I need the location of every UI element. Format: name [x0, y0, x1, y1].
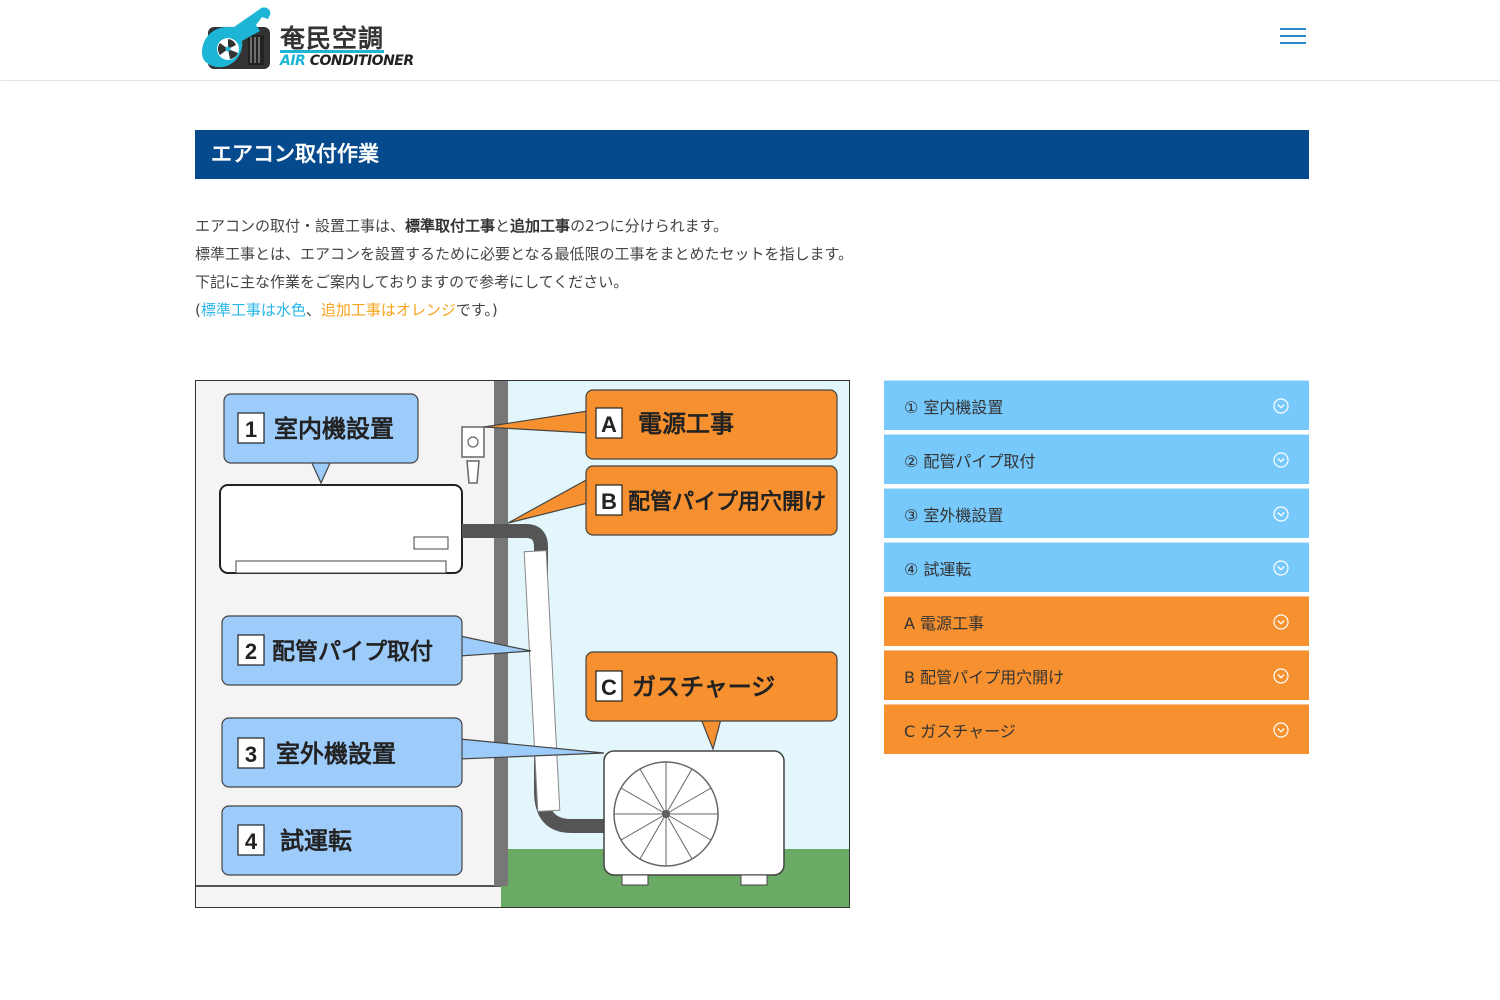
chevron-down-icon	[1273, 559, 1289, 576]
accordion-item-test-run[interactable]: ④ 試運転	[884, 542, 1309, 592]
logo-text-jp: 奄民空調	[280, 24, 385, 53]
accordion-item-pipe-hole[interactable]: B 配管パイプ用穴開け	[884, 650, 1309, 700]
intro-line-2: 標準工事とは、エアコンを設置するために必要となる最低限の工事をまとめたセットを指…	[195, 245, 854, 263]
callout-c-num: C	[601, 675, 617, 700]
plug-icon	[466, 460, 480, 484]
chevron-down-icon	[1273, 505, 1289, 522]
site-logo[interactable]: 奄民空調 AIR CONDITIONER	[198, 5, 414, 73]
callout-1: 1 室内機設置	[223, 393, 419, 485]
accordion-item-pipe-install[interactable]: ② 配管パイプ取付	[884, 434, 1309, 484]
callout-a-num: A	[601, 412, 617, 437]
callout-3: 3 室外機設置	[221, 717, 605, 788]
intro-text-segment: の2つに分けられます。	[570, 217, 729, 235]
outlet-icon	[461, 426, 485, 458]
accordion-item-indoor-unit[interactable]: ① 室内機設置	[884, 380, 1309, 430]
intro-line-3: 下記に主な作業をご案内しておりますので参考にしてください。	[195, 273, 629, 291]
callout-2-text: 配管パイプ取付	[272, 638, 433, 664]
callout-1-text: 室内機設置	[274, 415, 394, 443]
accordion-item-gas-charge[interactable]: C ガスチャージ	[884, 704, 1309, 754]
accordion-label: B 配管パイプ用穴開け	[904, 667, 1065, 687]
callout-4-text: 試運転	[280, 827, 352, 855]
callout-3-num: 3	[245, 742, 257, 767]
accordion-item-outdoor-unit[interactable]: ③ 室外機設置	[884, 488, 1309, 538]
site-header: 奄民空調 AIR CONDITIONER	[0, 0, 1500, 80]
callout-2-num: 2	[245, 639, 257, 664]
accordion-label: ④ 試運転	[904, 559, 972, 579]
pipe-cover	[523, 550, 561, 812]
callout-a-text: 電源工事	[638, 411, 734, 438]
accordion-label: C ガスチャージ	[904, 721, 1016, 741]
intro-paren: です。)	[455, 301, 498, 319]
intro-line-1: エアコンの取付・設置工事は、標準取付工事と追加工事の2つに分けられます。	[195, 212, 1309, 240]
section-title: エアコン取付作業	[195, 130, 1309, 179]
hamburger-line	[1280, 35, 1306, 37]
legend-additional: 追加工事はオレンジ	[320, 301, 456, 319]
floor	[196, 886, 501, 907]
accordion-item-power-work[interactable]: A 電源工事	[884, 596, 1309, 646]
logo-text-en: AIR CONDITIONER	[280, 53, 414, 69]
intro-line-4: (標準工事は水色、追加工事はオレンジです。)	[195, 296, 1309, 324]
accordion-label: ① 室内機設置	[904, 397, 1004, 417]
callout-c: C ガスチャージ	[585, 651, 838, 751]
hamburger-icon[interactable]	[1280, 28, 1306, 50]
callout-b-text: 配管パイプ用穴開け	[628, 489, 826, 514]
intro-strong-standard: 標準取付工事	[405, 217, 496, 235]
chevron-down-icon	[1273, 667, 1289, 684]
callout-1-num: 1	[245, 417, 257, 442]
accordion-label: ③ 室外機設置	[904, 505, 1004, 525]
chevron-down-icon	[1273, 613, 1289, 630]
intro-paren: (	[195, 301, 201, 319]
work-accordion: ① 室内機設置 ② 配管パイプ取付 ③ 室外機設置 ④ 試運転 A 電源工事 B…	[884, 380, 1309, 758]
chevron-down-icon	[1273, 397, 1289, 414]
accordion-label: ② 配管パイプ取付	[904, 451, 1036, 471]
callout-3-text: 室外機設置	[276, 740, 396, 768]
callout-2: 2 配管パイプ取付	[221, 615, 532, 686]
intro-text-segment: エアコンの取付・設置工事は、	[195, 217, 406, 235]
indoor-unit	[219, 484, 463, 574]
accordion-label: A 電源工事	[904, 613, 985, 633]
logo-divider	[280, 50, 384, 53]
logo-wrench-fan-icon	[202, 7, 271, 69]
logo-text-en-accent: AIR	[280, 53, 306, 69]
legend-standard: 標準工事は水色	[200, 301, 306, 319]
hamburger-line	[1280, 42, 1306, 44]
chevron-down-icon	[1273, 451, 1289, 468]
callout-4-num: 4	[245, 829, 258, 854]
callout-b: B 配管パイプ用穴開け	[507, 465, 838, 536]
installation-diagram: 1 室内機設置 2 配管パイプ取付 3 室外機設置 4 試運転 A	[195, 380, 850, 908]
intro-separator: 、	[305, 301, 321, 319]
callout-a: A 電源工事	[483, 389, 838, 460]
wall	[494, 381, 508, 886]
chevron-down-icon	[1273, 721, 1289, 738]
logo-text-en-rest: CONDITIONER	[305, 53, 414, 69]
callout-4: 4 試運転	[221, 805, 463, 876]
hamburger-line	[1280, 28, 1306, 30]
callout-b-num: B	[601, 489, 617, 514]
callout-c-text: ガスチャージ	[632, 674, 775, 701]
intro-text: エアコンの取付・設置工事は、標準取付工事と追加工事の2つに分けられます。 標準工…	[195, 212, 1309, 324]
intro-strong-additional: 追加工事	[510, 217, 571, 235]
intro-text-segment: と	[495, 217, 511, 235]
